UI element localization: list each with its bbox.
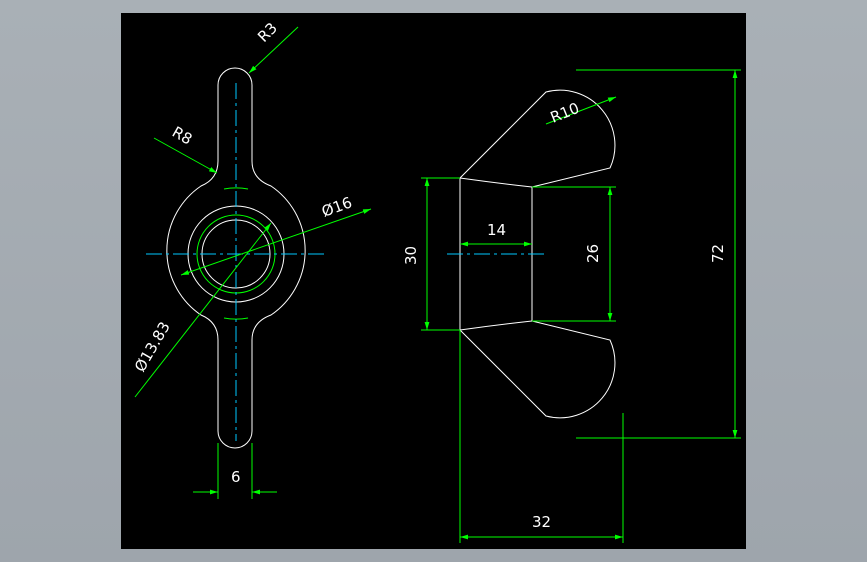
dim-r3: R3 bbox=[254, 19, 281, 46]
dim-height-26: 26 bbox=[584, 244, 602, 263]
dim-r10: R10 bbox=[548, 99, 582, 127]
side-view: R10 14 30 26 72 32 bbox=[402, 69, 741, 543]
upper-wing bbox=[459, 89, 616, 188]
dim-width-32: 32 bbox=[532, 513, 551, 531]
dim-dia13-83: Ø13.83 bbox=[131, 319, 174, 375]
dim-length-14: 14 bbox=[487, 221, 506, 239]
dim-width-6: 6 bbox=[231, 468, 241, 486]
dim-r8: R8 bbox=[169, 123, 195, 149]
dim-height-30: 30 bbox=[402, 246, 420, 265]
front-outline bbox=[166, 67, 306, 449]
drawing-canvas: R3 R8 Ø16 Ø13.83 6 R10 14 bbox=[121, 13, 746, 549]
dim-height-72: 72 bbox=[709, 244, 727, 263]
front-view: R3 R8 Ø16 Ø13.83 6 bbox=[131, 19, 372, 499]
lower-wing bbox=[459, 320, 616, 419]
cad-drawing: R3 R8 Ø16 Ø13.83 6 R10 14 bbox=[131, 19, 741, 543]
